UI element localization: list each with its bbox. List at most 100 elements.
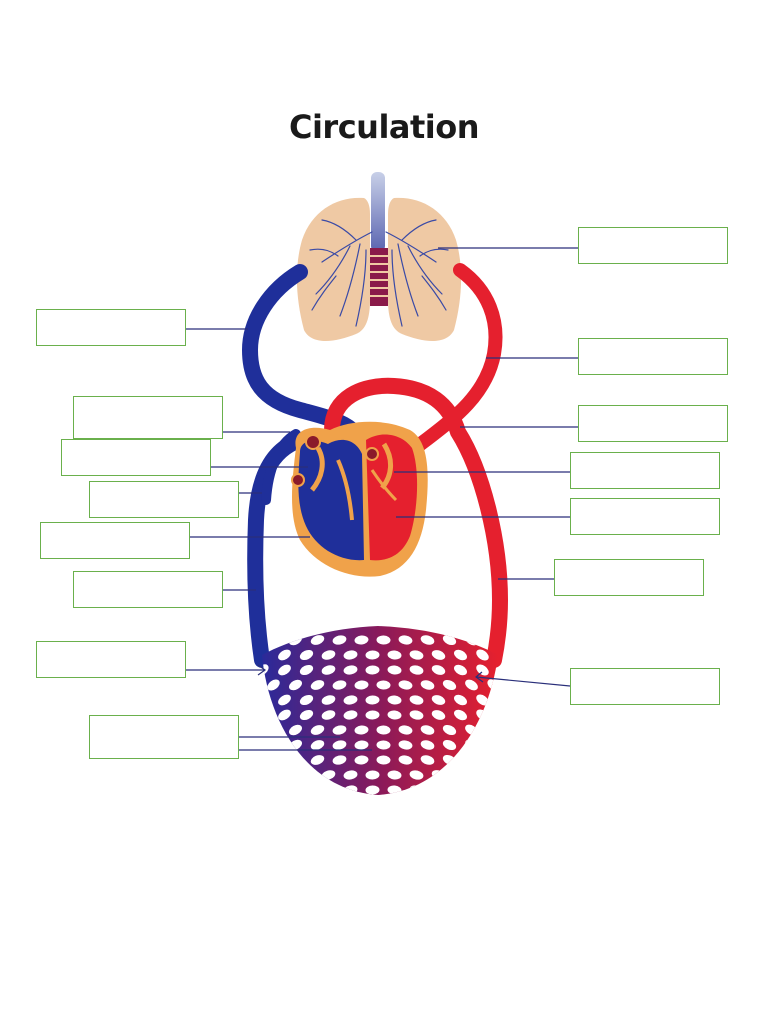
capillary-hole bbox=[453, 694, 468, 706]
capillary-hole bbox=[442, 739, 457, 751]
label-box-capillaries[interactable] bbox=[89, 715, 239, 759]
label-box-lungs[interactable] bbox=[578, 227, 728, 264]
capillary-hole bbox=[310, 740, 325, 750]
capillary-hole bbox=[409, 710, 424, 720]
label-box-left-ventricle[interactable] bbox=[89, 481, 239, 518]
bronchi bbox=[309, 219, 449, 327]
left-lung bbox=[296, 197, 370, 341]
valve-opening-right bbox=[365, 447, 379, 461]
capillary-hole bbox=[376, 740, 391, 750]
capillary-hole bbox=[442, 679, 457, 691]
capillary-hole bbox=[453, 769, 468, 781]
label-box-right-atrium[interactable] bbox=[570, 452, 720, 489]
capillary-hole bbox=[409, 650, 424, 660]
capillary-hole bbox=[431, 785, 446, 795]
capillary-hole bbox=[365, 785, 380, 795]
capillary-hole bbox=[476, 649, 489, 661]
capillary-hole bbox=[278, 664, 291, 676]
label-box-vein[interactable] bbox=[73, 571, 223, 608]
capillary-hole bbox=[310, 635, 325, 645]
capillary-hole bbox=[409, 770, 424, 780]
capillary-hole bbox=[278, 694, 291, 706]
capillary-hole bbox=[420, 755, 435, 765]
capillary-hole bbox=[431, 650, 446, 660]
capillary-hole bbox=[420, 740, 435, 750]
valve-opening-bottom bbox=[291, 473, 305, 487]
capillary-hole bbox=[354, 755, 369, 765]
capillary-hole bbox=[299, 664, 314, 676]
capillary-hole bbox=[376, 635, 391, 645]
capillary-hole bbox=[332, 740, 347, 750]
capillary-hole bbox=[299, 649, 314, 661]
capillary-hole bbox=[476, 694, 489, 706]
vena-cava-inner bbox=[261, 429, 301, 505]
capillary-hole bbox=[431, 695, 446, 705]
capillary-hole bbox=[321, 785, 336, 795]
capillary-hole bbox=[465, 679, 478, 691]
capillary-hole bbox=[262, 694, 269, 706]
capillary-hole bbox=[398, 740, 413, 750]
capillary-hole bbox=[409, 695, 424, 705]
capillary-hole bbox=[387, 770, 402, 780]
capillary-hole bbox=[398, 635, 413, 645]
capillary-hole bbox=[267, 724, 280, 736]
capillary-hole bbox=[420, 725, 435, 735]
capillary-hole bbox=[321, 650, 336, 660]
valve-opening-left bbox=[305, 434, 321, 450]
label-box-venule[interactable] bbox=[36, 641, 186, 678]
capillary-hole bbox=[453, 649, 468, 661]
capillary-hole bbox=[431, 665, 446, 675]
capillary-hole bbox=[299, 769, 314, 781]
capillary-hole bbox=[343, 665, 358, 675]
capillary-hole bbox=[321, 665, 336, 675]
capillary-hole bbox=[376, 680, 391, 690]
capillary-hole bbox=[365, 650, 380, 660]
capillary-hole bbox=[431, 710, 446, 720]
capillary-hole bbox=[453, 664, 468, 676]
label-box-left-atrium[interactable] bbox=[61, 439, 211, 476]
leader-lines bbox=[186, 247, 578, 751]
capillary-hole bbox=[354, 680, 369, 690]
leader-arteriole bbox=[475, 676, 571, 687]
pulmonary-artery-vessel bbox=[241, 264, 360, 438]
label-box-pulmonary-vein[interactable] bbox=[578, 338, 728, 375]
capillary-hole bbox=[365, 710, 380, 720]
capillary-hole bbox=[343, 650, 358, 660]
label-box-right-ventricle[interactable] bbox=[570, 498, 720, 535]
chordae-left bbox=[370, 469, 398, 502]
capillary-hole bbox=[354, 725, 369, 735]
capillary-bed bbox=[262, 626, 498, 795]
capillary-hole bbox=[354, 635, 369, 645]
label-box-artery[interactable] bbox=[554, 559, 704, 596]
leader-venule-arrow bbox=[257, 664, 267, 676]
capillary-hole bbox=[442, 634, 457, 646]
capillary-hole bbox=[442, 724, 457, 736]
label-box-pulmonary-artery[interactable] bbox=[36, 309, 186, 346]
label-box-vena-cava-upper[interactable] bbox=[578, 405, 728, 442]
oxygenated-vessels bbox=[324, 263, 509, 668]
lungs bbox=[296, 172, 462, 341]
label-box-arteriole[interactable] bbox=[570, 668, 720, 705]
capillary-hole bbox=[387, 665, 402, 675]
capillary-hole bbox=[288, 679, 303, 691]
capillary-hole bbox=[332, 725, 347, 735]
capillary-hole bbox=[365, 770, 380, 780]
capillary-hole bbox=[299, 709, 314, 721]
capillary-hole bbox=[321, 710, 336, 720]
label-box-aorta[interactable] bbox=[73, 396, 223, 439]
right-ventricle bbox=[298, 439, 364, 561]
capillary-hole bbox=[343, 770, 358, 780]
capillary-hole bbox=[310, 725, 325, 735]
capillary-hole bbox=[387, 710, 402, 720]
diagram-title: Circulation bbox=[288, 108, 480, 146]
capillary-hole bbox=[321, 695, 336, 705]
capillary-hole bbox=[310, 680, 325, 690]
label-box-vena-cava-lower[interactable] bbox=[40, 522, 190, 559]
capillary-hole bbox=[278, 649, 291, 661]
heart bbox=[291, 421, 428, 577]
capillary-hole bbox=[343, 710, 358, 720]
capillary-hole bbox=[453, 709, 468, 721]
right-atrium-valve bbox=[310, 446, 325, 492]
capillary-hole bbox=[288, 724, 303, 736]
capillary-hole bbox=[387, 695, 402, 705]
